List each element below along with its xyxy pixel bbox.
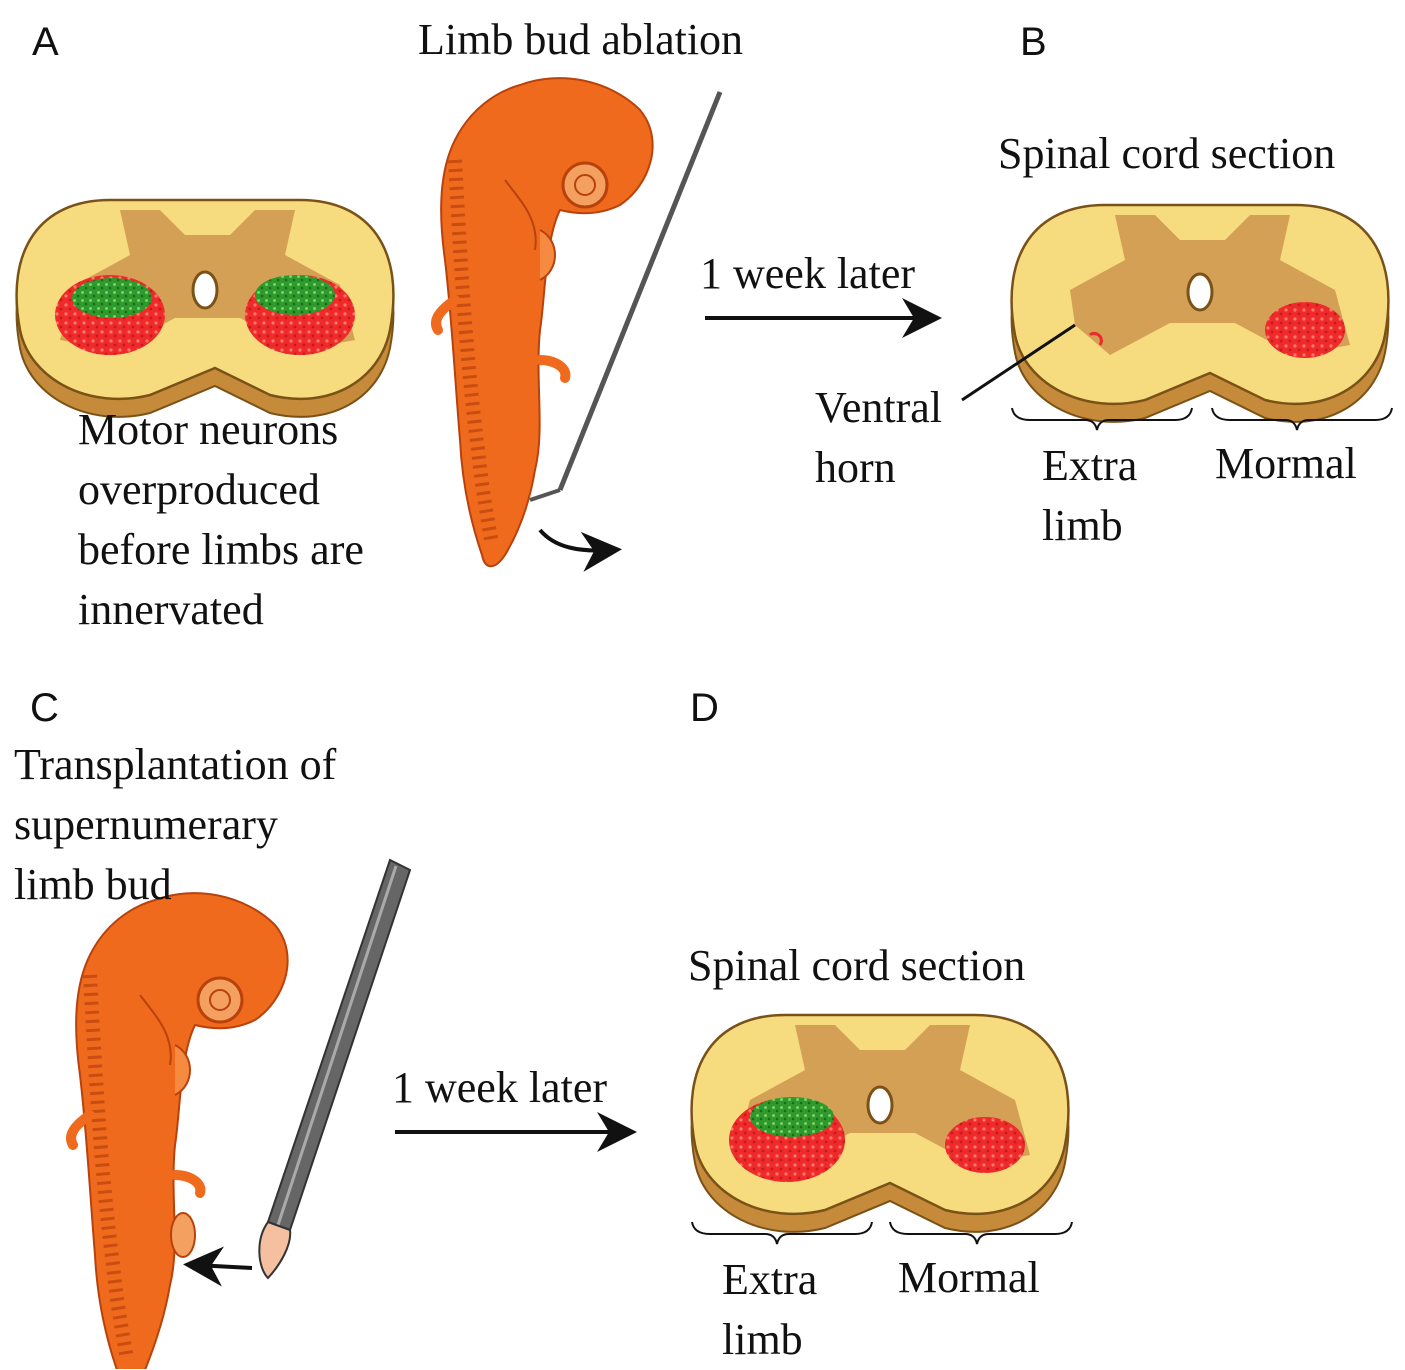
panel-letter-a: A — [32, 22, 59, 62]
caption-line: innervated — [78, 580, 364, 640]
caption-line: Motor neurons — [78, 400, 364, 460]
panel-a-caption: Motor neurons overproduced before limbs … — [78, 400, 364, 640]
panel-letter-c: C — [30, 688, 59, 728]
panel-d-extra-limb-label: Extra limb — [722, 1250, 817, 1370]
panel-d-section-title: Spinal cord section — [688, 944, 1025, 988]
title-line: Transplantation of — [14, 735, 336, 795]
panel-c-arrow-label: 1 week later — [392, 1066, 607, 1110]
ventral-horn-label: Ventral horn — [815, 378, 942, 498]
normal-side-motor-pool-d — [945, 1117, 1025, 1173]
panel-letter-d: D — [690, 688, 719, 728]
panel-d-normal-label: Mormal — [898, 1256, 1040, 1300]
extra-side-green-cluster — [750, 1097, 834, 1137]
left-dorsal-green-cluster — [72, 278, 152, 318]
right-dorsal-green-cluster — [255, 275, 335, 315]
caption-line: overproduced — [78, 460, 364, 520]
removed-bud-arrow — [540, 530, 610, 550]
label-line: limb — [722, 1310, 817, 1370]
pointer-label-line: Ventral — [815, 378, 942, 438]
panel-c-title: Transplantation of supernumerary limb bu… — [14, 735, 336, 915]
caption-line: before limbs are — [78, 520, 364, 580]
panel-b-normal-label: Mormal — [1215, 442, 1357, 486]
transplant-pipette — [259, 860, 410, 1278]
panel-b-section — [1012, 205, 1389, 422]
panel-a-section — [17, 200, 394, 417]
label-line: Extra — [722, 1250, 817, 1310]
normal-side-motor-pool — [1265, 302, 1345, 358]
label-line: Extra — [1042, 436, 1137, 496]
panel-b-arrow-label: 1 week later — [700, 252, 915, 296]
title-line: supernumerary — [14, 795, 336, 855]
panel-letter-b: B — [1020, 22, 1047, 62]
panel-b-extra-limb-label: Extra limb — [1042, 436, 1137, 556]
panel-a-title: Limb bud ablation — [418, 18, 743, 62]
embryo-ablation — [436, 78, 720, 566]
central-canal — [193, 272, 217, 308]
embryo-transplant — [71, 893, 288, 1369]
panel-b-section-title: Spinal cord section — [998, 132, 1335, 176]
label-line: limb — [1042, 496, 1137, 556]
title-line: limb bud — [14, 855, 336, 915]
panel-d-section — [692, 1015, 1069, 1232]
pointer-label-line: horn — [815, 438, 942, 498]
graft-arrow — [195, 1265, 252, 1268]
